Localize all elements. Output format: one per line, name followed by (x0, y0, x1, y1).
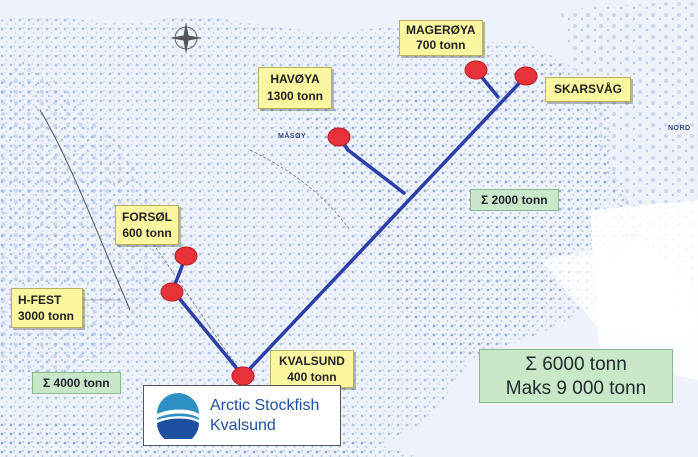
place-tonnage: 700 tonn (416, 38, 466, 52)
place-tonnage: 3000 tonn (18, 309, 75, 323)
map-label-nord: NORD (668, 125, 691, 132)
marker-hfest (160, 282, 184, 302)
label-mageroya: MAGERØYA 700 tonn (399, 20, 483, 56)
total-max: Maks 9 000 tonn (505, 378, 647, 399)
place-name: MAGERØYA (406, 23, 476, 37)
place-tonnage: 600 tonn (122, 226, 172, 240)
marker-skarsvag (514, 66, 538, 86)
place-name: SKARSVÅG (554, 82, 623, 96)
total-sum: Σ 6000 tonn (525, 354, 627, 375)
marker-mageroya (464, 60, 488, 80)
company-logo: Arctic Stockfish Kvalsund (143, 385, 341, 446)
total-capacity-box: Σ 6000 tonn Maks 9 000 tonn (479, 349, 673, 403)
label-kvalsund: KVALSUND 400 tonn (270, 350, 354, 388)
logo-company-name: Arctic Stockfish (210, 397, 320, 414)
location-markers (160, 60, 538, 386)
map-label-masoy: MÅSØY (278, 133, 307, 140)
label-hfest: H-FEST 3000 tonn (11, 288, 84, 328)
logo-company-place: Kvalsund (210, 417, 276, 434)
label-skarsvag: SKARSVÅG (545, 77, 632, 102)
sum-north-badge: Σ 2000 tonn (470, 189, 559, 211)
place-name: H-FEST (18, 293, 62, 307)
place-name: KVALSUND (279, 354, 345, 368)
marker-havoya (327, 127, 351, 147)
label-forsol: FORSØL 600 tonn (115, 205, 179, 245)
place-name: HAVØYA (270, 72, 320, 86)
place-tonnage: 1300 tonn (267, 89, 324, 103)
stockfish-logo-icon (157, 393, 199, 439)
compass-rose-icon (170, 22, 202, 54)
place-tonnage: 400 tonn (287, 370, 337, 384)
marker-forsol (174, 246, 198, 266)
label-havoya: HAVØYA 1300 tonn (258, 67, 333, 109)
marker-kvalsund (231, 366, 255, 386)
sum-south-badge: Σ 4000 tonn (32, 372, 121, 394)
place-name: FORSØL (122, 210, 172, 224)
